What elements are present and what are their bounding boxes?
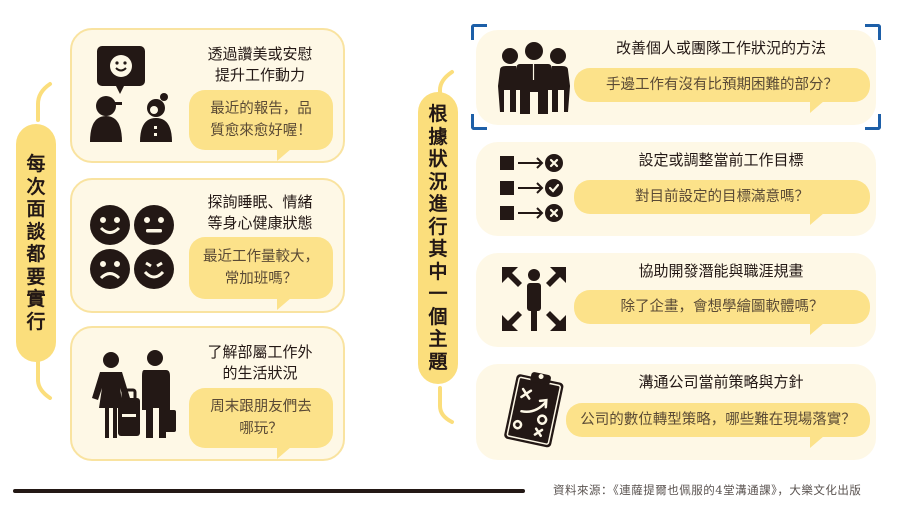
example-question-bubble: 公司的數位轉型策略，哪些難在現場落實？ (566, 403, 870, 437)
label-char: 行 (428, 215, 448, 238)
left-bracket-connector (36, 82, 52, 400)
card-title: 透過讚美或安慰 提升工作動力 (207, 45, 313, 84)
label-char: 個 (428, 305, 448, 328)
card-personal-life: 了解部屬工作外 的生活狀況 周末跟朋友們去 哪玩？ (70, 326, 345, 461)
label-char: 次 (26, 175, 46, 198)
label-char: 面 (26, 198, 46, 220)
label-char: 題 (428, 350, 448, 373)
label-char: 行 (26, 310, 46, 333)
label-char: 況 (428, 170, 448, 193)
example-question-bubble: 最近工作量較大， 常加班嗎？ (189, 237, 333, 299)
strategy-clipboard-icon (504, 372, 564, 448)
card-praise-motivation: 透過讚美或安慰 提升工作動力 最近的報告，品 質愈來愈好喔！ (70, 28, 345, 163)
card-improve-work[interactable]: 改善個人或團隊工作狀況的方法 手邊工作有沒有比預期困難的部分？ (476, 30, 876, 125)
selection-corner-top-left (471, 24, 487, 40)
bubble-tail (810, 213, 824, 225)
card-company-strategy: 溝通公司當前策略與方針 公司的數位轉型策略，哪些難在現場落實？ (476, 364, 876, 460)
label-char: 主 (428, 328, 448, 350)
label-char: 每 (26, 153, 46, 175)
label-char: 據 (428, 125, 448, 148)
label-char: 都 (26, 243, 46, 265)
example-question-bubble: 除了企畫，會想學繪圖軟體嗎？ (574, 290, 870, 324)
left-section-label: 每 次 面 談 都 要 實 行 (16, 124, 56, 362)
goal-checklist-icon (500, 154, 563, 222)
conversation-praise-icon (90, 46, 172, 142)
bubble-tail (810, 436, 824, 448)
card-title: 協助開發潛能與職涯規畫 (638, 262, 804, 280)
footer-divider (13, 489, 525, 493)
source-citation: 資料來源：《連薩提爾也佩服的4堂溝通課》，大樂文化出版 (553, 483, 862, 497)
label-char: 要 (26, 265, 46, 288)
label-char: 狀 (428, 148, 448, 170)
example-question-bubble: 對目前設定的目標滿意嗎？ (574, 180, 870, 214)
card-title: 了解部屬工作外 的生活狀況 (207, 343, 313, 382)
bubble-tail (810, 323, 824, 335)
card-set-goals: 設定或調整當前工作目標 對目前設定的目標滿意嗎？ (476, 142, 876, 236)
label-char: 其 (428, 238, 448, 260)
label-char: 根 (428, 103, 448, 125)
travel-couple-icon (92, 350, 176, 438)
example-question-bubble: 周末跟朋友們去 哪玩？ (189, 388, 333, 448)
card-title: 探詢睡眠、情緒 等身心健康狀態 (207, 193, 313, 232)
right-bracket-connector (438, 70, 454, 424)
career-expand-icon (502, 267, 566, 331)
label-char: 中 (428, 260, 448, 283)
example-question-bubble: 手邊工作有沒有比預期困難的部分？ (574, 68, 870, 102)
emotion-faces-icon (90, 205, 174, 289)
example-question-bubble: 最近的報告，品 質愈來愈好喔！ (189, 90, 333, 150)
card-wellbeing: 探詢睡眠、情緒 等身心健康狀態 最近工作量較大， 常加班嗎？ (70, 178, 345, 313)
team-people-icon (498, 42, 570, 114)
bubble-tail (277, 447, 291, 459)
label-char: 一 (428, 283, 448, 305)
selection-corner-top-right (865, 24, 881, 40)
selection-corner-bottom-right (865, 114, 881, 130)
bubble-tail (277, 149, 291, 161)
card-career-development: 協助開發潛能與職涯規畫 除了企畫，會想學繪圖軟體嗎？ (476, 253, 876, 347)
selection-corner-bottom-left (471, 114, 487, 130)
card-title: 改善個人或團隊工作狀況的方法 (615, 39, 826, 57)
label-char: 進 (428, 193, 448, 215)
right-section-label: 根 據 狀 況 進 行 其 中 一 個 主 題 (418, 92, 458, 384)
label-char: 談 (26, 220, 46, 243)
bubble-tail (277, 298, 291, 310)
card-title: 溝通公司當前策略與方針 (638, 373, 804, 391)
label-char: 實 (26, 288, 46, 310)
bubble-tail (810, 101, 824, 113)
card-title: 設定或調整當前工作目標 (638, 151, 804, 169)
